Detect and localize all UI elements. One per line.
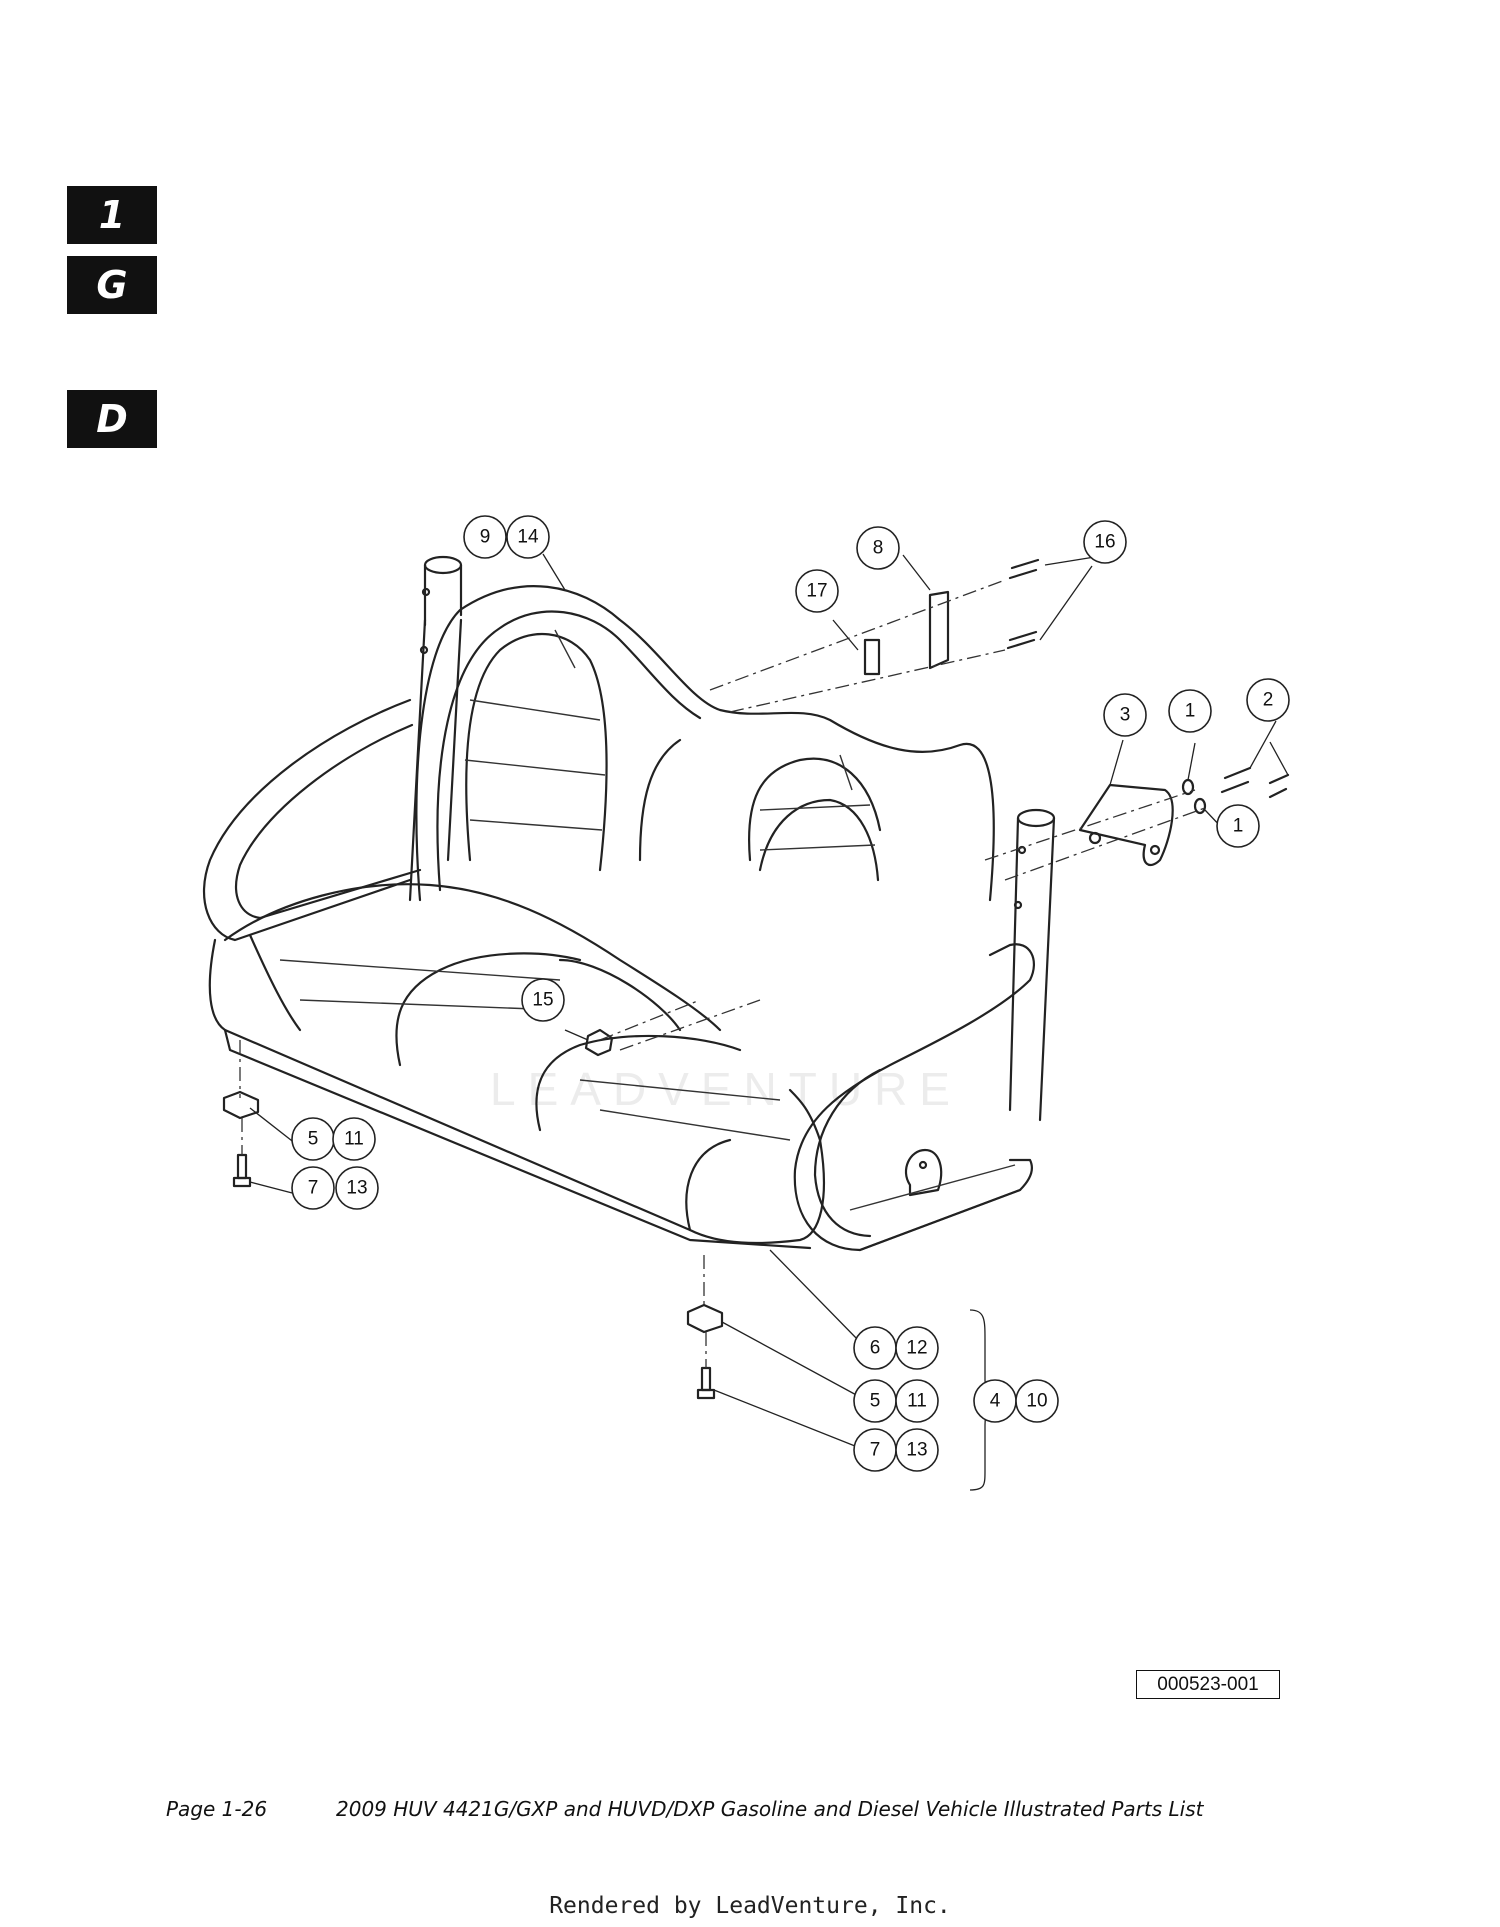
callout-label: 13: [906, 1440, 927, 1461]
callout-label: 4: [990, 1391, 1001, 1412]
callout-label: 9: [480, 527, 491, 548]
callout-12[interactable]: 12: [895, 1326, 939, 1370]
callout-label: 13: [346, 1178, 367, 1199]
callout-11-left[interactable]: 11: [332, 1117, 376, 1161]
callout-1-top[interactable]: 1: [1168, 689, 1212, 733]
figure-id-box: 000523-001: [1136, 1670, 1280, 1699]
callout-3[interactable]: 3: [1103, 693, 1147, 737]
assembly-lines: [239, 579, 1206, 1368]
hardware-drawing: [222, 558, 1290, 1400]
callout-15[interactable]: 15: [521, 978, 565, 1022]
callout-label: 3: [1120, 705, 1131, 726]
callout-label: 17: [806, 581, 827, 602]
callout-17[interactable]: 17: [795, 569, 839, 613]
rendered-by-credit: Rendered by LeadVenture, Inc.: [549, 1893, 951, 1919]
callout-5-bottom[interactable]: 5: [853, 1379, 897, 1423]
callout-11-bottom[interactable]: 11: [895, 1379, 939, 1423]
callout-label: 5: [308, 1129, 319, 1150]
callout-13-bottom[interactable]: 13: [895, 1428, 939, 1472]
callout-label: 5: [870, 1391, 881, 1412]
callout-label: 8: [873, 538, 884, 559]
callout-label: 2: [1263, 690, 1274, 711]
callout-label: 7: [870, 1440, 881, 1461]
callout-label: 12: [906, 1338, 927, 1359]
callout-label: 1: [1185, 701, 1196, 722]
callout-10[interactable]: 10: [1015, 1379, 1059, 1423]
callout-label: 6: [870, 1338, 881, 1359]
callout-5-left[interactable]: 5: [291, 1117, 335, 1161]
callout-label: 7: [308, 1178, 319, 1199]
callout-label: 10: [1026, 1391, 1047, 1412]
seat-drawing: [202, 555, 1056, 1252]
callout-2[interactable]: 2: [1246, 678, 1290, 722]
callout-13-left[interactable]: 13: [335, 1166, 379, 1210]
callout-8[interactable]: 8: [856, 526, 900, 570]
callout-label: 11: [344, 1129, 364, 1150]
document-title: 2009 HUV 4421G/GXP and HUVD/DXP Gasoline…: [336, 1797, 1204, 1821]
callout-label: 16: [1094, 532, 1115, 553]
section-tab-d[interactable]: D: [67, 390, 157, 448]
callout-4[interactable]: 4: [973, 1379, 1017, 1423]
callout-label: 14: [517, 527, 539, 548]
callout-label: 1: [1233, 816, 1244, 837]
callout-6[interactable]: 6: [853, 1326, 897, 1370]
callout-14[interactable]: 14: [506, 515, 550, 559]
callout-7-bottom[interactable]: 7: [853, 1428, 897, 1472]
callout-1-bottom[interactable]: 1: [1216, 804, 1260, 848]
page-number: Page 1-26: [166, 1797, 268, 1821]
section-tab-g[interactable]: G: [67, 256, 157, 314]
section-tab-1[interactable]: 1: [67, 186, 157, 244]
callout-9[interactable]: 9: [463, 515, 507, 559]
callout-7-left[interactable]: 7: [291, 1166, 335, 1210]
callout-label: 11: [907, 1391, 927, 1412]
callout-label: 15: [532, 990, 553, 1011]
leader-lines: [249, 553, 1289, 1491]
callout-16[interactable]: 16: [1083, 520, 1127, 564]
watermark: LEADVENTURE: [490, 1063, 962, 1115]
